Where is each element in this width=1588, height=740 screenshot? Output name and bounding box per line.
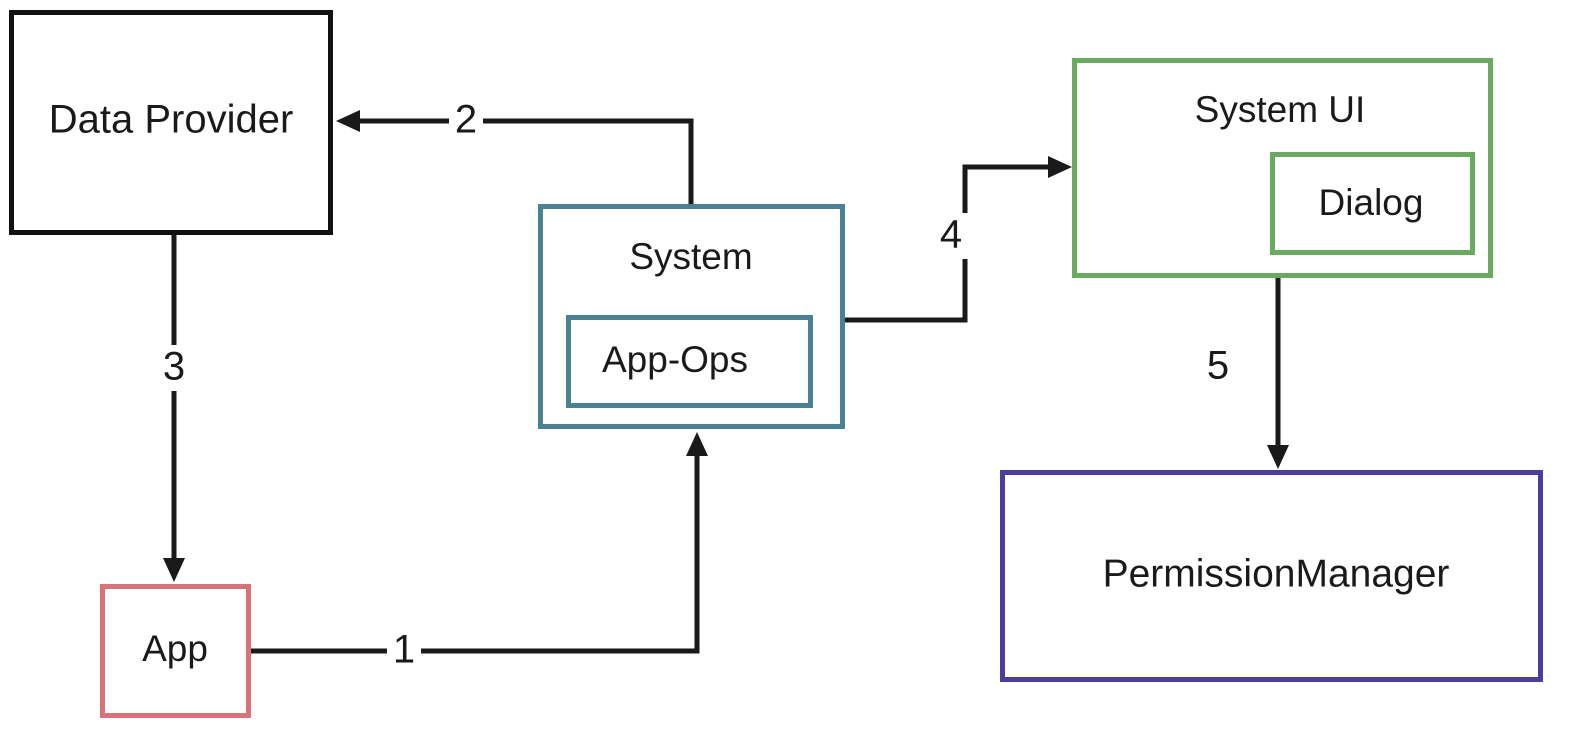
edge-label-group-2: 2 <box>449 98 483 144</box>
edge-label-group-5: 5 <box>1201 344 1235 390</box>
edge-label-backdrop-2 <box>449 98 483 144</box>
edge-label-backdrop-4 <box>934 213 968 259</box>
edge-label-group-3: 3 <box>157 345 191 391</box>
arrowhead-3 <box>163 558 185 582</box>
edge-label-group-1: 1 <box>387 628 421 674</box>
edge-2 <box>336 110 694 204</box>
node-label-permission-manager: PermissionManager <box>1103 552 1450 595</box>
edge-1 <box>251 432 708 654</box>
node-permission-manager[interactable]: PermissionManager <box>1000 470 1543 682</box>
edge-5 <box>1267 278 1289 469</box>
node-data-provider[interactable]: Data Provider <box>9 10 333 235</box>
edge-line-1 <box>251 440 700 654</box>
node-box-app[interactable] <box>100 584 251 718</box>
node-label-dialog: Dialog <box>1319 182 1424 223</box>
node-box-data-provider[interactable] <box>9 10 333 235</box>
edge-label-backdrop-3 <box>157 345 191 391</box>
edge-label-5: 5 <box>1207 344 1229 388</box>
arrowhead-2 <box>336 110 360 132</box>
edge-label-4: 4 <box>940 213 962 257</box>
node-label-system: System <box>629 236 752 277</box>
node-label-system-ui: System UI <box>1195 89 1366 130</box>
node-box-permission-manager[interactable] <box>1000 470 1543 682</box>
node-label-data-provider: Data Provider <box>49 98 294 142</box>
edge-label-backdrop-1 <box>387 628 421 674</box>
edge-label-1: 1 <box>393 628 415 672</box>
node-box-app-ops[interactable] <box>566 315 813 408</box>
arrowhead-5 <box>1267 445 1289 469</box>
edge-3 <box>163 235 185 582</box>
node-app[interactable]: App <box>100 584 251 718</box>
edge-label-group-4: 4 <box>934 213 968 259</box>
node-label-app-ops: App-Ops <box>602 339 748 380</box>
edge-label-backdrop-5 <box>1201 344 1235 390</box>
node-label-app: App <box>142 628 208 669</box>
edge-line-2 <box>346 118 694 204</box>
arrowhead-4 <box>1048 156 1072 178</box>
edge-label-2: 2 <box>455 98 477 142</box>
edge-labels-layer: 1 2 3 4 5 <box>157 98 1235 674</box>
edge-label-3: 3 <box>163 345 185 389</box>
node-box-dialog[interactable] <box>1270 152 1475 255</box>
arrowhead-1 <box>686 432 708 456</box>
node-app-ops[interactable]: App-Ops <box>566 315 813 408</box>
node-dialog[interactable]: Dialog <box>1270 152 1475 255</box>
